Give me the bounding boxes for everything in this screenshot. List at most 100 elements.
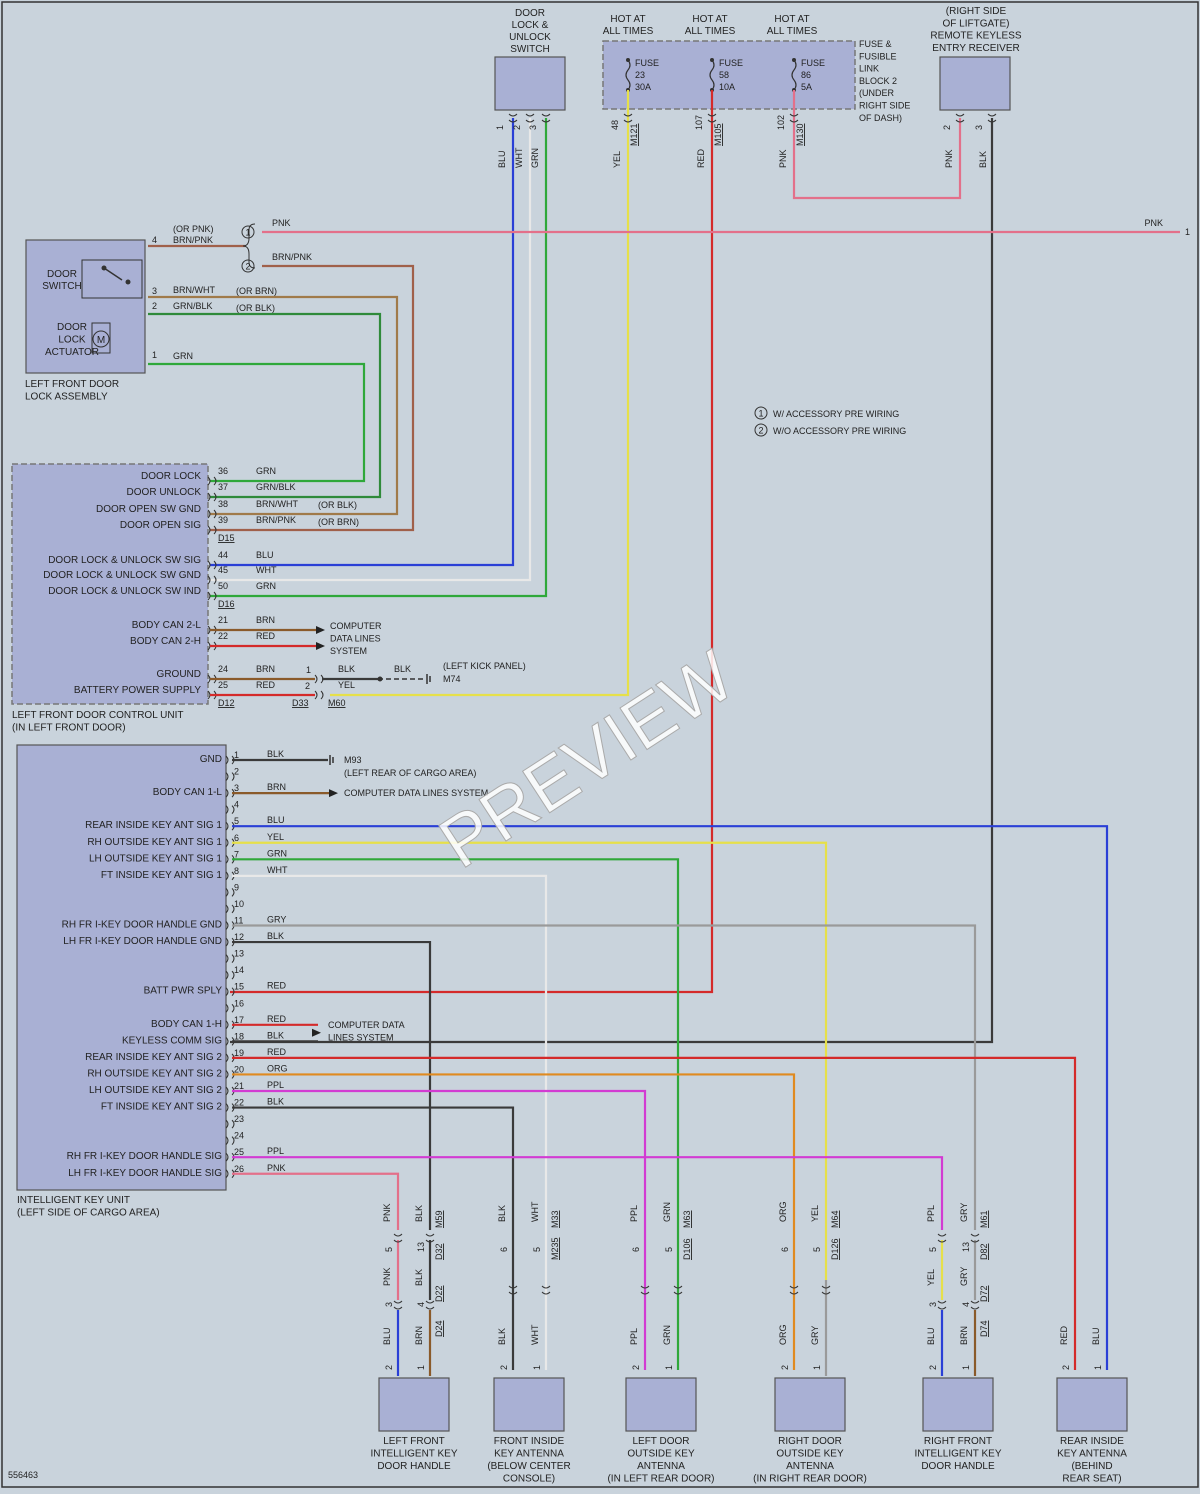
wire-color-label: PPL bbox=[926, 1205, 936, 1222]
door-control-unit-title: (IN LEFT FRONT DOOR) bbox=[12, 723, 126, 734]
connector-symbol bbox=[541, 1285, 551, 1295]
dcu-terminal-label: DOOR LOCK & UNLOCK SW GND bbox=[43, 570, 201, 581]
iku-terminal-label: LH OUTSIDE KEY ANT SIG 1 bbox=[89, 853, 222, 864]
connector-symbol bbox=[541, 113, 551, 123]
connector-id: M61 bbox=[979, 1210, 989, 1228]
wire-color-label: BLU bbox=[267, 815, 285, 825]
pin-number: 44 bbox=[218, 550, 228, 560]
connector-id: M121 bbox=[629, 123, 639, 146]
pin-number: 5 bbox=[234, 816, 239, 826]
connector-id: D106 bbox=[682, 1238, 692, 1260]
option-circle bbox=[241, 225, 255, 239]
bottom-component-box bbox=[922, 1377, 994, 1432]
rke-receiver-label: REMOTE KEYLESS bbox=[930, 31, 1021, 42]
pin-number: 6 bbox=[631, 1247, 641, 1252]
dcu-terminal-label: DOOR LOCK & UNLOCK SW IND bbox=[48, 586, 201, 597]
pin-number: 2 bbox=[631, 1365, 641, 1370]
connector-id: M33 bbox=[550, 1210, 560, 1228]
intelligent-key-unit-title: INTELLIGENT KEY UNIT bbox=[17, 1195, 130, 1206]
bottom-component-label: (BEHIND bbox=[1071, 1461, 1112, 1472]
connector-id: M74 bbox=[443, 674, 461, 684]
wire-color-label: GRN bbox=[256, 581, 276, 591]
wire-color-label: GRY bbox=[267, 915, 286, 925]
wire-blk bbox=[230, 118, 994, 1044]
wire-color-label: BLU bbox=[926, 1327, 936, 1345]
wire-color-label: GRY bbox=[810, 1326, 820, 1345]
wire-color-label: BLK bbox=[414, 1205, 424, 1222]
wire-color-label: BRN/WHT bbox=[173, 285, 215, 295]
connector-id: D72 bbox=[979, 1285, 989, 1302]
iku-terminal-label: RH OUTSIDE KEY ANT SIG 2 bbox=[87, 1068, 222, 1079]
connector-id: M64 bbox=[830, 1210, 840, 1228]
iku-terminal-label: KEYLESS COMM SIG bbox=[122, 1035, 222, 1046]
connector-id: D15 bbox=[218, 533, 235, 543]
connector-symbol bbox=[425, 1300, 435, 1310]
wire-color-label: BLK bbox=[978, 151, 988, 168]
connector-symbol bbox=[425, 1233, 435, 1243]
intelligent-key-unit-title: (LEFT SIDE OF CARGO AREA) bbox=[17, 1208, 160, 1219]
connector-symbol bbox=[970, 1300, 980, 1310]
pin-number: 45 bbox=[218, 565, 228, 575]
pin-number: 13 bbox=[234, 949, 244, 959]
connector-symbol bbox=[207, 492, 217, 502]
splice-node bbox=[377, 676, 383, 682]
iku-terminal-label: BATT PWR SPLY bbox=[144, 986, 223, 997]
rke-receiver-label: OF LIFTGATE) bbox=[942, 18, 1009, 29]
door-switch-box bbox=[81, 259, 143, 299]
wire-color-label: BLK bbox=[267, 1097, 284, 1107]
pin-number: 12 bbox=[234, 932, 244, 942]
iku-terminal-label: RH OUTSIDE KEY ANT SIG 1 bbox=[87, 837, 222, 848]
connector-id: M235 bbox=[550, 1237, 560, 1260]
fuse-label: FUSE bbox=[635, 58, 659, 68]
pin-number: 5 bbox=[664, 1247, 674, 1252]
wire-color-label: BLK bbox=[497, 1205, 507, 1222]
bottom-component-box bbox=[378, 1377, 450, 1432]
pin-number: 2 bbox=[780, 1365, 790, 1370]
fuse-symbol bbox=[709, 59, 715, 91]
connector-symbol bbox=[987, 113, 997, 123]
iku-terminal-label: LH OUTSIDE KEY ANT SIG 2 bbox=[89, 1085, 222, 1096]
option-number: 1 bbox=[245, 228, 250, 238]
wire-grn bbox=[210, 118, 548, 598]
arrow-icon bbox=[329, 789, 338, 798]
rke-receiver-label: ENTRY RECEIVER bbox=[932, 43, 1019, 54]
iku-terminal-label: FT INSIDE KEY ANT SIG 2 bbox=[101, 1102, 223, 1113]
connector-symbol bbox=[225, 1136, 235, 1146]
connector-id: D22 bbox=[434, 1285, 444, 1302]
wire-ppl bbox=[232, 1089, 647, 1370]
pin-number: 24 bbox=[234, 1131, 244, 1141]
connector-symbol bbox=[937, 1233, 947, 1243]
connector-symbol bbox=[225, 805, 235, 815]
pin-number: 1 bbox=[416, 1365, 426, 1370]
dcu-terminal-label: BATTERY POWER SUPPLY bbox=[74, 685, 201, 696]
connector-symbol bbox=[207, 476, 217, 486]
connector-symbol bbox=[789, 1285, 799, 1295]
wire-org bbox=[232, 1073, 796, 1370]
bottom-component-label: ANTENNA bbox=[786, 1461, 834, 1472]
bottom-component-label: RIGHT FRONT bbox=[924, 1436, 992, 1447]
door-lock-switch-label: SWITCH bbox=[510, 44, 549, 55]
fuse-block-label: BLOCK 2 bbox=[859, 76, 897, 86]
bottom-component-label: REAR INSIDE bbox=[1060, 1436, 1124, 1447]
wire-color-label: (OR BLK) bbox=[236, 303, 275, 313]
pin-number: 6 bbox=[234, 833, 239, 843]
connector-id: M60 bbox=[328, 698, 346, 708]
wire-color-label: GRN bbox=[530, 148, 540, 168]
fuse-node bbox=[792, 58, 796, 62]
pin-number: 2 bbox=[942, 125, 952, 130]
wire-color-label: YEL bbox=[810, 1205, 820, 1222]
door-lock-assembly-title: LEFT FRONT DOOR bbox=[25, 379, 119, 390]
iku-terminal-label: LH FR I-KEY DOOR HANDLE SIG bbox=[68, 1168, 222, 1179]
pin-number: 48 bbox=[610, 120, 620, 130]
wire-yel bbox=[330, 90, 630, 697]
pin-number: 11 bbox=[234, 916, 243, 926]
hot-at-all-times-label: ALL TIMES bbox=[767, 26, 818, 37]
intelligent-key-unit-box bbox=[16, 744, 227, 1191]
door-switch-label: SWITCH bbox=[42, 281, 81, 292]
connector-symbol bbox=[970, 1233, 980, 1243]
bottom-component-label: (IN LEFT REAR DOOR) bbox=[607, 1474, 714, 1485]
dcu-terminal-label: DOOR OPEN SW GND bbox=[96, 504, 201, 515]
wire-color-label: BRN/WHT bbox=[256, 499, 298, 509]
fuse-label: 10A bbox=[719, 82, 735, 92]
